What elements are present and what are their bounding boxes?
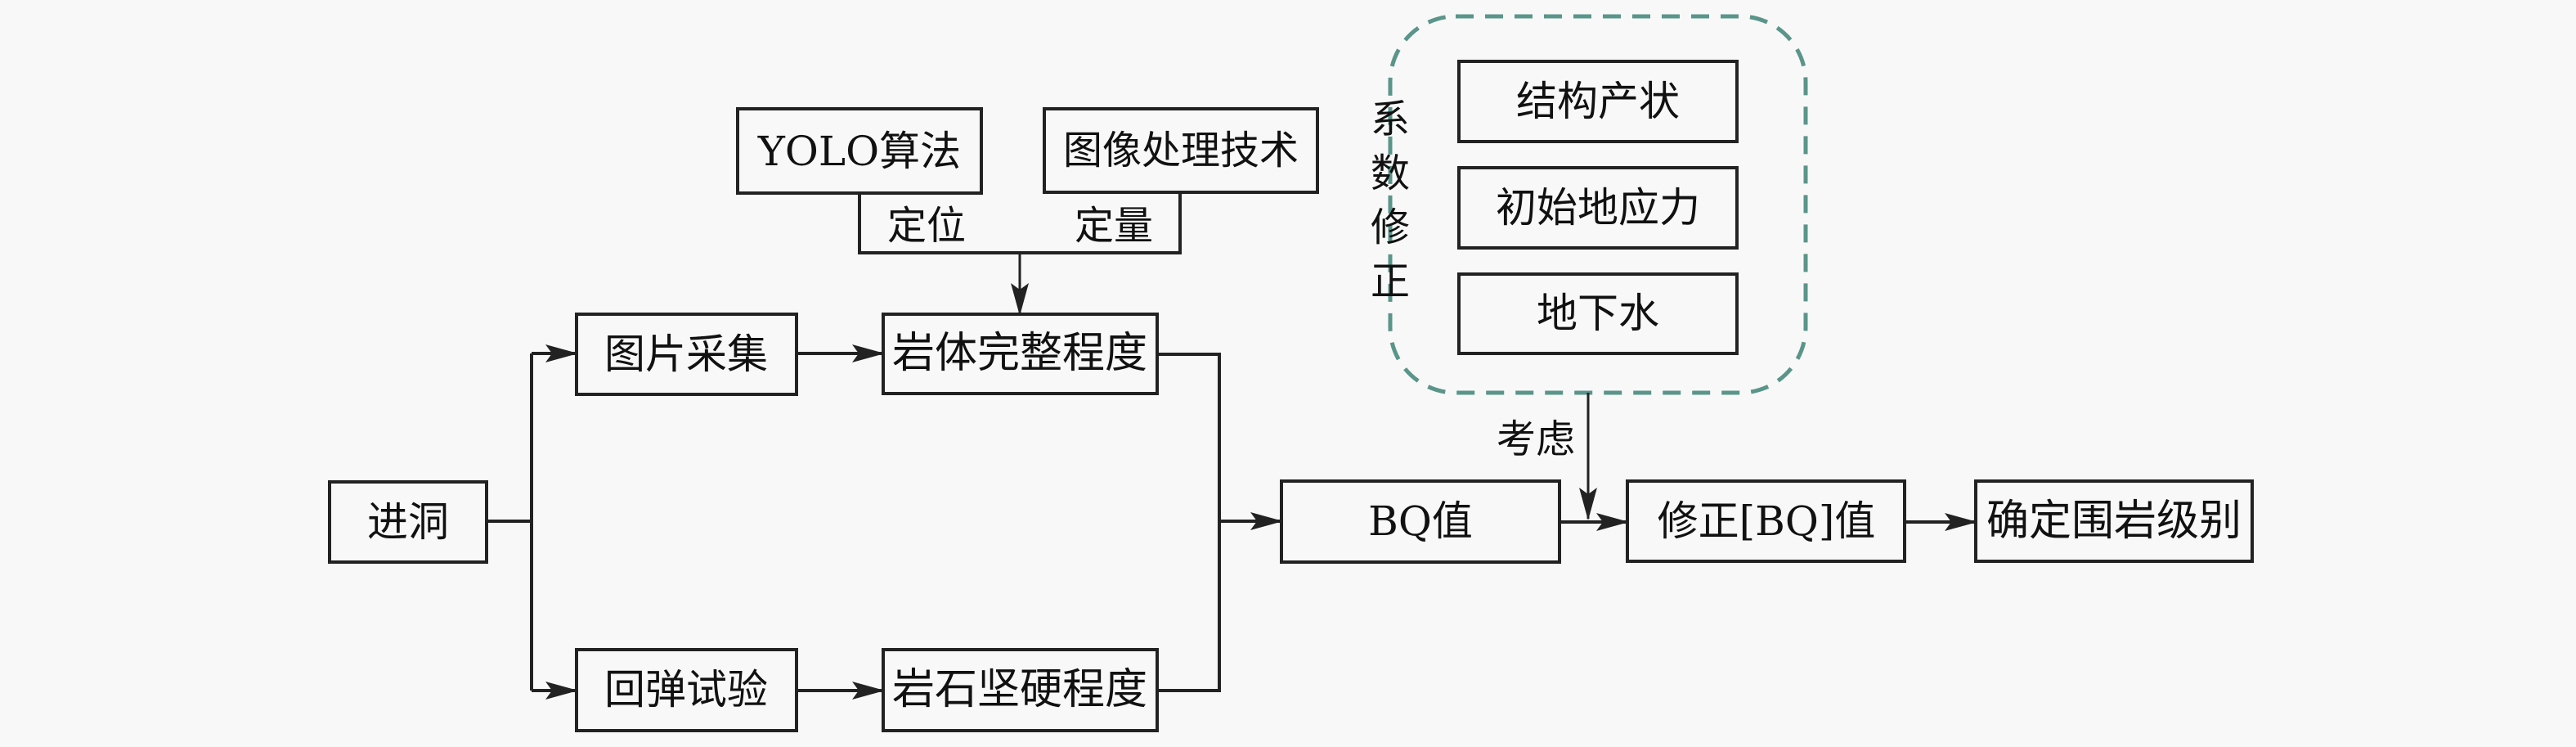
node-yolo: YOLO算法: [736, 107, 983, 195]
node-image-capture: 图片采集: [575, 313, 798, 396]
connector-enter-tunnel-branch: [487, 353, 533, 691]
group-label-char-1: 系: [1371, 97, 1410, 142]
connector-merge-to-bq: [1157, 353, 1221, 692]
node-rock-mass-integrity-label: 岩体完整程度: [892, 329, 1147, 378]
edge-label-quantify: 定量: [1075, 203, 1153, 249]
node-structure-attitude: 结构产状: [1457, 60, 1739, 143]
node-enter-tunnel: 进洞: [328, 480, 488, 564]
node-groundwater: 地下水: [1457, 272, 1739, 355]
node-bq-value-label: BQ值: [1368, 497, 1473, 545]
node-rock-mass-integrity: 岩体完整程度: [882, 313, 1159, 395]
node-image-processing: 图像处理技术: [1043, 107, 1319, 194]
group-label-char-4: 正: [1371, 259, 1410, 304]
node-groundwater-label: 地下水: [1537, 290, 1659, 337]
group-dashed-border: [1388, 14, 1808, 395]
node-yolo-label: YOLO算法: [757, 128, 961, 175]
edge-label-locate: 定位: [887, 203, 966, 249]
edge-label-consider: 考虑: [1497, 416, 1575, 462]
node-corrected-bq: 修正[BQ]值: [1626, 479, 1906, 563]
node-rock-hardness-label: 岩石坚硬程度: [892, 665, 1147, 714]
node-rock-grade: 确定围岩级别: [1974, 479, 2254, 563]
node-bq-value: BQ值: [1280, 479, 1561, 564]
node-enter-tunnel-label: 进洞: [367, 498, 449, 546]
node-initial-stress: 初始地应力: [1457, 166, 1739, 250]
node-rebound-test-label: 回弹试验: [604, 666, 768, 713]
node-rebound-test: 回弹试验: [575, 648, 798, 732]
coefficient-correction-group: 系 数 修 正 结构产状 初始地应力 地下水: [1371, 14, 1808, 395]
group-label-char-2: 数: [1371, 151, 1410, 196]
node-corrected-bq-label: 修正[BQ]值: [1658, 497, 1876, 545]
node-rock-grade-label: 确定围岩级别: [1986, 497, 2242, 546]
group-label-char-3: 修: [1371, 205, 1410, 250]
node-image-processing-label: 图像处理技术: [1063, 128, 1299, 173]
node-rock-hardness: 岩石坚硬程度: [882, 648, 1159, 732]
node-structure-attitude-label: 结构产状: [1516, 78, 1680, 125]
node-image-capture-label: 图片采集: [604, 331, 768, 378]
node-initial-stress-label: 初始地应力: [1496, 184, 1700, 232]
